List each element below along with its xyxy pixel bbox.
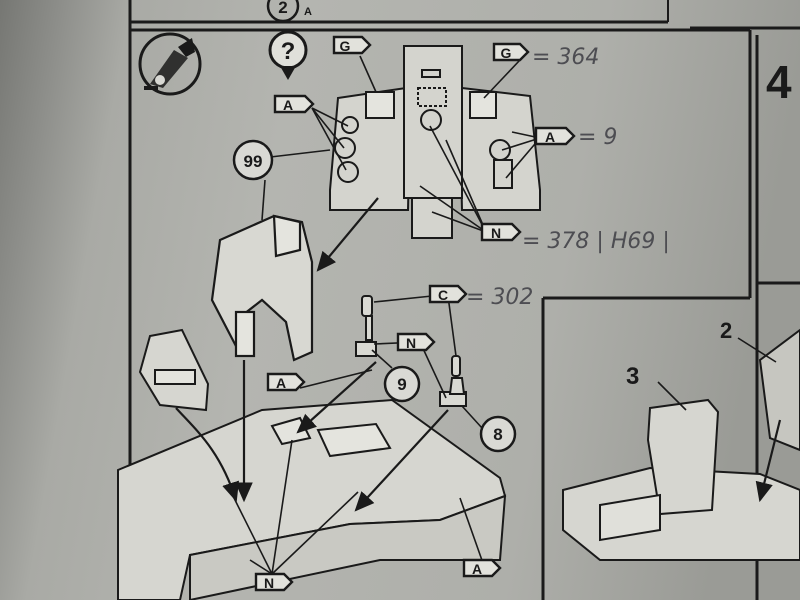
svg-text:C: C bbox=[438, 287, 448, 303]
paint-note-g: = 364 bbox=[532, 45, 599, 70]
paint-note-c: = 302 bbox=[466, 285, 533, 310]
svg-text:G: G bbox=[501, 45, 512, 61]
paint-note-n: = 378 | H69 | bbox=[522, 229, 670, 254]
part-9-callout: 9 bbox=[383, 365, 421, 403]
part-99-callout: 99 bbox=[232, 139, 274, 181]
color-flag-a-floor: A bbox=[462, 558, 502, 578]
color-flag-a-cockpit: A bbox=[266, 372, 306, 392]
part-99-label: 99 bbox=[244, 152, 263, 171]
svg-text:N: N bbox=[491, 225, 501, 241]
top-part-suffix: A bbox=[304, 6, 312, 18]
part-9-label: 9 bbox=[397, 375, 406, 394]
color-flag-a-left: A bbox=[273, 94, 315, 114]
svg-text:N: N bbox=[406, 335, 416, 351]
color-flag-g-left: G bbox=[332, 35, 372, 55]
paint-note-a: = 9 bbox=[578, 125, 617, 150]
assembly-arrows bbox=[175, 197, 782, 512]
svg-text:A: A bbox=[545, 129, 555, 145]
color-flag-c: C bbox=[428, 284, 468, 304]
control-stick-parts bbox=[355, 295, 467, 407]
color-flag-g-right: G bbox=[492, 42, 530, 62]
color-flag-n-stick: N bbox=[396, 332, 436, 352]
part-8-callout: 8 bbox=[479, 415, 517, 453]
color-flag-a-right: A bbox=[534, 126, 576, 146]
step-number: 4 bbox=[766, 56, 792, 108]
svg-text:N: N bbox=[264, 575, 274, 591]
top-part-number: 2 bbox=[278, 0, 287, 17]
svg-text:A: A bbox=[276, 375, 286, 391]
svg-text:G: G bbox=[340, 38, 351, 54]
color-flag-n-panel: N bbox=[480, 222, 522, 242]
leader-lines bbox=[229, 55, 777, 575]
svg-text:A: A bbox=[472, 561, 482, 577]
cockpit-tub-drawing bbox=[117, 328, 507, 600]
assembled-label-3: 3 bbox=[626, 363, 639, 390]
part-8-label: 8 bbox=[493, 425, 502, 444]
query-balloon-icon: ? bbox=[268, 30, 308, 80]
glue-tube-icon bbox=[138, 32, 202, 96]
instrument-panel-drawing bbox=[329, 45, 541, 239]
top-part-callout: 2 A bbox=[266, 0, 312, 23]
color-flag-n-floor: N bbox=[254, 572, 294, 592]
svg-text:A: A bbox=[283, 97, 293, 113]
part-99-drawing bbox=[210, 214, 314, 362]
assembled-label-2: 2 bbox=[720, 318, 732, 343]
query-symbol: ? bbox=[281, 38, 296, 65]
assembled-view-drawing bbox=[562, 328, 800, 561]
